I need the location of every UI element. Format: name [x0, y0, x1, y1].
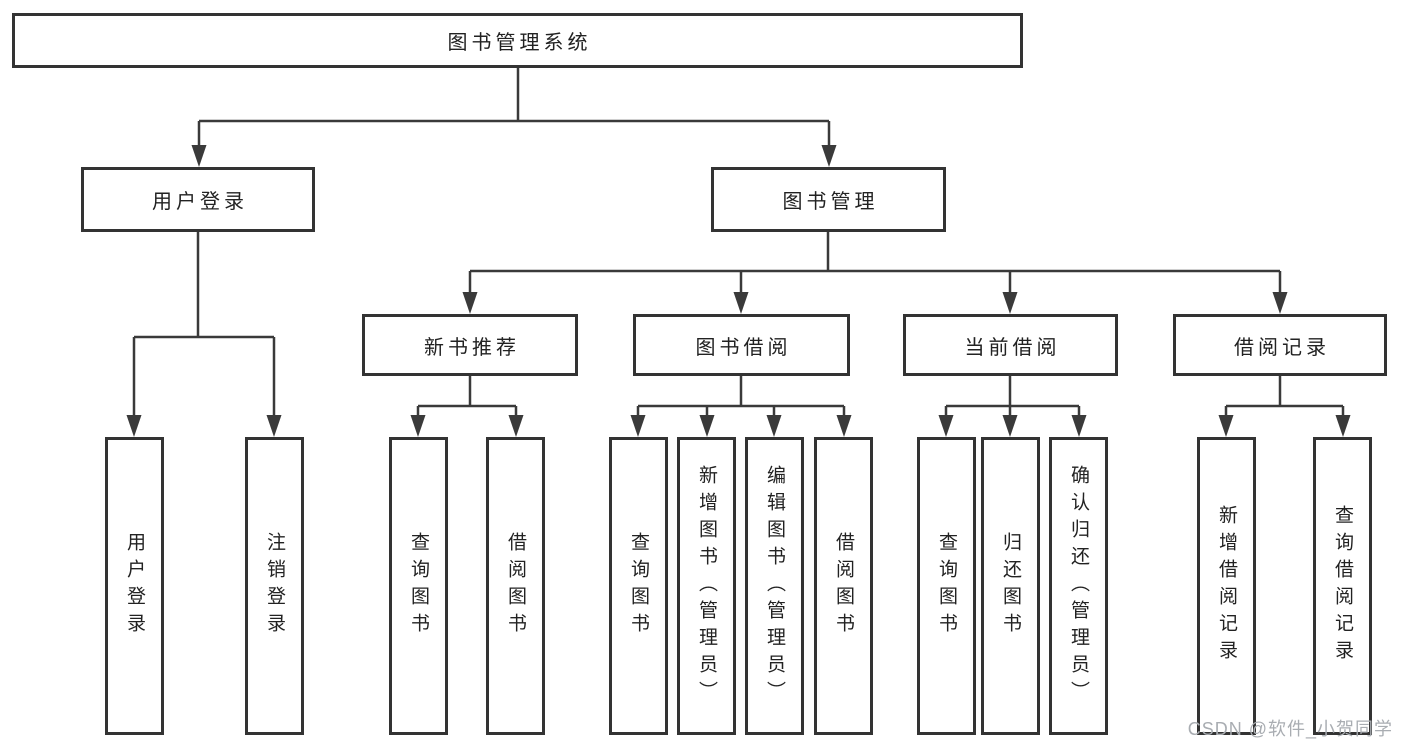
connector-book-mgmt-to-level3 — [468, 232, 1282, 295]
leaf-user-login: 用户登录 — [105, 437, 164, 735]
connector-current-borrow-to-leaves — [944, 376, 1081, 418]
leaf-add-borrow-record: 新增借阅记录 — [1197, 437, 1256, 735]
leaf-borrow-books-recommend: 借阅图书 — [486, 437, 545, 735]
node-library-system: 图书管理系统 — [12, 13, 1023, 68]
leaf-query-books-borrow: 查询图书 — [609, 437, 668, 735]
leaf-edit-books-admin: 编辑图书（管理员） — [745, 437, 804, 735]
leaf-confirm-return-admin: 确认归还（管理员） — [1049, 437, 1108, 735]
node-book-management: 图书管理 — [711, 167, 946, 232]
connector-borrow-records-to-leaves — [1224, 376, 1345, 418]
connector-book-borrow-to-leaves — [636, 376, 846, 418]
node-book-borrowing: 图书借阅 — [633, 314, 850, 376]
leaf-query-books-recommend: 查询图书 — [389, 437, 448, 735]
node-current-borrowing: 当前借阅 — [903, 314, 1118, 376]
leaf-query-borrow-record: 查询借阅记录 — [1313, 437, 1372, 735]
csdn-watermark: CSDN @软件_小贺同学 — [1187, 719, 1393, 739]
leaf-logout: 注销登录 — [245, 437, 304, 735]
node-borrowing-records: 借阅记录 — [1173, 314, 1387, 376]
connector-user-login-to-leaves — [132, 232, 276, 418]
connector-root-to-level2 — [197, 66, 831, 148]
arrowheads — [126, 145, 1351, 437]
connector-new-books-to-leaves — [416, 376, 518, 418]
node-new-book-recommend: 新书推荐 — [362, 314, 578, 376]
leaf-add-books-admin: 新增图书（管理员） — [677, 437, 736, 735]
leaf-return-books: 归还图书 — [981, 437, 1040, 735]
leaf-borrow-books: 借阅图书 — [814, 437, 873, 735]
node-user-login: 用户登录 — [81, 167, 315, 232]
leaf-query-books-current: 查询图书 — [917, 437, 976, 735]
